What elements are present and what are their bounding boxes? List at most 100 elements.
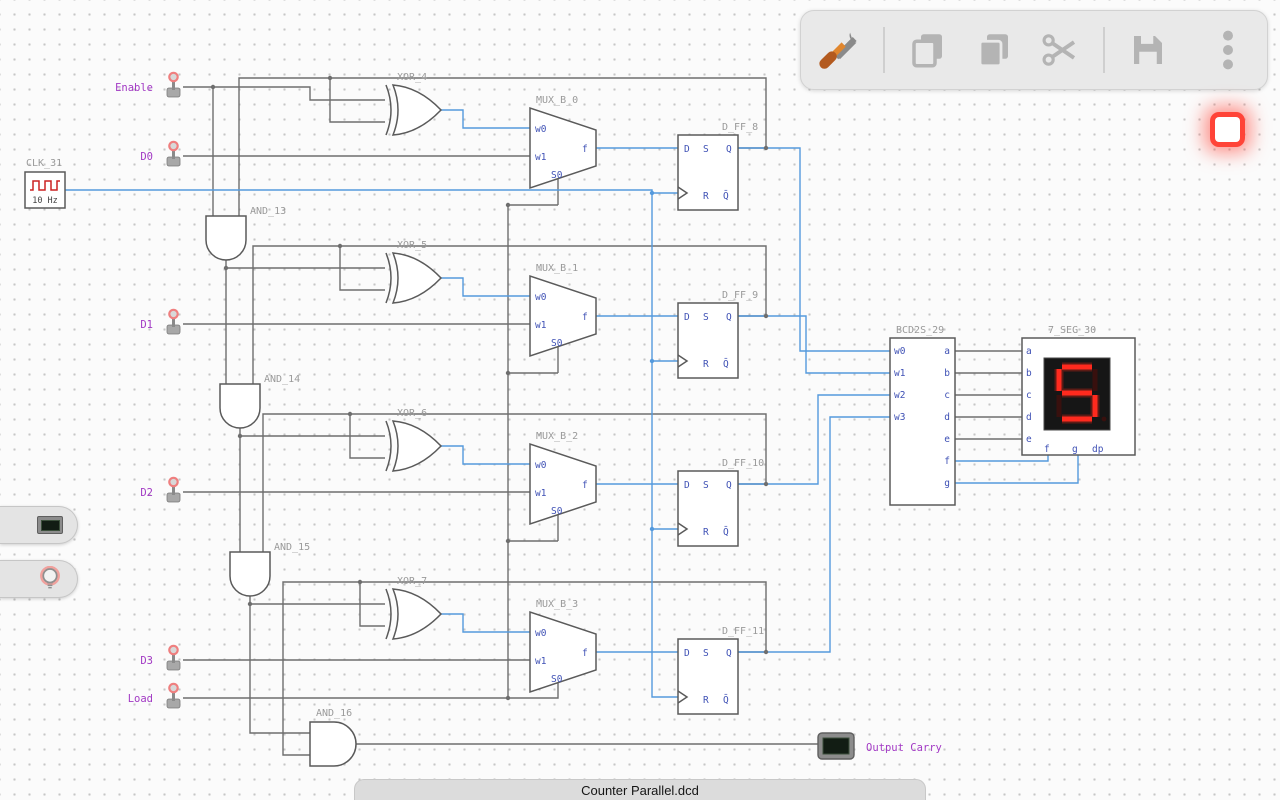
cut-button[interactable] bbox=[1037, 27, 1083, 73]
pin-r: R bbox=[703, 191, 709, 202]
pin-f: f bbox=[582, 480, 588, 491]
wires-gray[interactable] bbox=[183, 77, 1022, 756]
wire-load-net[interactable] bbox=[183, 179, 559, 699]
display-icon bbox=[37, 516, 63, 534]
toolbar-separator bbox=[1103, 27, 1105, 73]
wire-xor-to-mux[interactable] bbox=[441, 109, 530, 633]
pin-r: R bbox=[703, 695, 709, 706]
wire-bcd-to-7seg[interactable] bbox=[955, 350, 1022, 440]
pin-r: R bbox=[703, 359, 709, 370]
gate-label: AND_14 bbox=[264, 374, 300, 385]
pin-a: a bbox=[944, 346, 950, 357]
pin-f: f bbox=[582, 312, 588, 323]
7seg-label: 7_SEG_30 bbox=[1048, 325, 1096, 336]
and-gate-13[interactable]: AND_13 bbox=[205, 206, 286, 261]
filename-text: Counter Parallel.dcd bbox=[581, 782, 699, 798]
bcd-decoder[interactable]: BCD2S_29 w0 w1 w2 w3 a b c d e f g bbox=[889, 325, 956, 506]
xor-gate-5[interactable]: XOR_5 bbox=[385, 240, 443, 304]
gate-label: AND_16 bbox=[316, 708, 352, 719]
pin-s: S bbox=[703, 312, 709, 323]
toggle-switch-d1[interactable]: D1 bbox=[140, 308, 181, 335]
duplicate-button[interactable] bbox=[971, 27, 1017, 73]
pin-d: D bbox=[684, 144, 690, 155]
mux-b-2[interactable]: MUX_B_2 w0 w1 S0 f bbox=[529, 431, 597, 526]
ff-label: D_FF_8 bbox=[722, 122, 758, 133]
save-button[interactable] bbox=[1125, 27, 1171, 73]
statusbar-filename[interactable]: Counter Parallel.dcd bbox=[354, 779, 926, 800]
pin-s: S bbox=[703, 480, 709, 491]
switch-label: Load bbox=[128, 693, 153, 705]
wire-d-inputs[interactable] bbox=[183, 155, 530, 661]
toggle-switch-d2[interactable]: D2 bbox=[140, 476, 181, 503]
seven-segment-display[interactable]: 7_SEG_30 a b c d e f g dp bbox=[1021, 325, 1136, 456]
pin-w1: w1 bbox=[535, 488, 547, 499]
wire-junctions bbox=[210, 75, 769, 701]
d-flipflop-9[interactable]: D_FF_9 D S Q R Q̄ bbox=[677, 290, 758, 379]
pin-f: f bbox=[582, 144, 588, 155]
cut-icon bbox=[1042, 34, 1076, 66]
clock-component[interactable]: CLK_31 10 Hz bbox=[24, 158, 66, 209]
pin-w1: w1 bbox=[535, 152, 547, 163]
duplicate-icon bbox=[978, 34, 1008, 68]
pin-q: Q bbox=[726, 144, 732, 155]
toggle-switch-load[interactable]: Load bbox=[128, 682, 181, 709]
xor-gate-4[interactable]: XOR_4 bbox=[385, 72, 443, 136]
wire-bcd-fg[interactable] bbox=[955, 455, 1079, 484]
pin-b: b bbox=[1026, 368, 1032, 379]
mux-b-1[interactable]: MUX_B_1 w0 w1 S0 f bbox=[529, 263, 597, 358]
xor-gate-7[interactable]: XOR_7 bbox=[385, 576, 443, 640]
simulation-stop-button[interactable] bbox=[1204, 106, 1250, 152]
wire-mux-to-ff[interactable] bbox=[596, 147, 678, 653]
wire-carry1[interactable] bbox=[225, 260, 385, 384]
and-gate-16[interactable]: AND_16 bbox=[309, 708, 357, 767]
switch-label: D2 bbox=[140, 487, 153, 499]
gate-label: AND_13 bbox=[250, 206, 286, 217]
wires-blue[interactable] bbox=[65, 109, 1079, 698]
d-flipflop-8[interactable]: D_FF_8 D S Q R Q̄ bbox=[677, 122, 758, 211]
ff-label: D_FF_10 bbox=[722, 458, 764, 469]
mux-b-3[interactable]: MUX_B_3 w0 w1 S0 f bbox=[529, 599, 597, 694]
toggle-switch-enable[interactable]: Enable bbox=[115, 71, 181, 98]
more-menu-button[interactable] bbox=[1205, 27, 1251, 73]
wire-enable-net[interactable] bbox=[183, 86, 385, 216]
d-flipflop-11[interactable]: D_FF_11 D S Q R Q̄ bbox=[677, 626, 764, 715]
output-carry-led[interactable]: Output Carry bbox=[817, 732, 942, 760]
more-menu-icon bbox=[1223, 30, 1233, 70]
toggle-switch-d3[interactable]: D3 bbox=[140, 644, 181, 671]
pin-c: c bbox=[1026, 390, 1032, 401]
pin-e: e bbox=[1026, 434, 1032, 445]
pin-f: f bbox=[944, 456, 950, 467]
gate-label: AND_15 bbox=[274, 542, 310, 553]
mux-label: MUX_B_3 bbox=[536, 599, 578, 610]
and-gate-15[interactable]: AND_15 bbox=[229, 542, 310, 597]
d-flipflop-10[interactable]: D_FF_10 D S Q R Q̄ bbox=[677, 458, 764, 547]
wire-carry2[interactable] bbox=[239, 428, 385, 552]
pin-d: d bbox=[944, 412, 950, 423]
palette-item-display[interactable] bbox=[0, 506, 78, 544]
gate-label: XOR_6 bbox=[397, 408, 427, 419]
mux-b-0[interactable]: MUX_B_0 w0 w1 S0 f bbox=[529, 95, 597, 190]
tools-button[interactable] bbox=[817, 27, 863, 73]
pin-a: a bbox=[1026, 346, 1032, 357]
xor-gate-6[interactable]: XOR_6 bbox=[385, 408, 443, 472]
gate-label: XOR_7 bbox=[397, 576, 427, 587]
gate-label: XOR_5 bbox=[397, 240, 427, 251]
toggle-switch-d0[interactable]: D0 bbox=[140, 140, 181, 167]
copy-button[interactable] bbox=[905, 27, 951, 73]
and-gate-14[interactable]: AND_14 bbox=[219, 374, 300, 429]
pin-w2: w2 bbox=[894, 390, 905, 401]
pin-w0: w0 bbox=[535, 460, 547, 471]
pin-qn: Q̄ bbox=[723, 526, 729, 538]
wire-carry3[interactable] bbox=[249, 596, 385, 734]
pin-q: Q bbox=[726, 480, 732, 491]
palette-item-bulb[interactable] bbox=[0, 560, 78, 598]
toolbar-separator bbox=[883, 27, 885, 73]
pin-q: Q bbox=[726, 648, 732, 659]
pin-q: Q bbox=[726, 312, 732, 323]
wire-clock-net[interactable] bbox=[65, 189, 678, 698]
clock-edge-icon bbox=[677, 690, 689, 704]
pin-w3: w3 bbox=[894, 412, 905, 423]
wire-q-to-bcd[interactable] bbox=[738, 147, 890, 653]
tools-icon bbox=[819, 32, 857, 69]
